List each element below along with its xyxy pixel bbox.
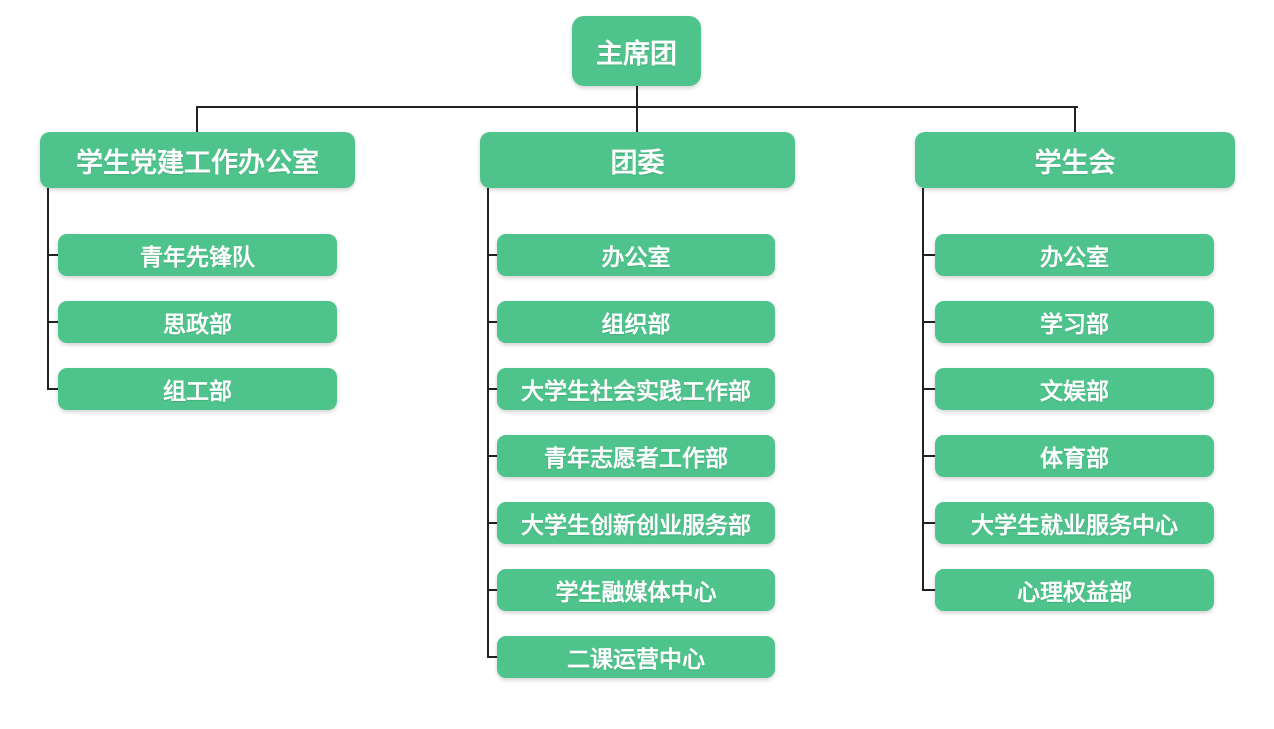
connector-stub	[922, 455, 935, 457]
org-node-branch-party-office: 学生党建工作办公室	[40, 132, 355, 188]
connector-trunk-col2	[487, 188, 489, 657]
connector-stub	[922, 589, 935, 591]
org-node-child: 心理权益部	[935, 569, 1214, 611]
connector-top-rail	[196, 106, 1078, 108]
connector-left-drop	[196, 106, 198, 134]
connector-stub	[47, 254, 58, 256]
connector-trunk-col1	[47, 188, 49, 389]
connector-stub	[487, 321, 497, 323]
org-node-branch-youth-league: 团委	[480, 132, 795, 188]
org-node-child: 体育部	[935, 435, 1214, 477]
org-node-child: 二课运营中心	[497, 636, 775, 678]
connector-stub	[487, 589, 497, 591]
connector-stub	[487, 455, 497, 457]
org-node-child: 大学生社会实践工作部	[497, 368, 775, 410]
org-node-branch-student-union: 学生会	[915, 132, 1235, 188]
connector-stub	[922, 254, 935, 256]
org-node-child: 思政部	[58, 301, 337, 343]
org-node-child: 青年先锋队	[58, 234, 337, 276]
org-node-root: 主席团	[572, 16, 701, 86]
org-node-child: 青年志愿者工作部	[497, 435, 775, 477]
connector-stub	[487, 254, 497, 256]
connector-stub	[487, 388, 497, 390]
connector-root-drop	[636, 86, 638, 132]
connector-stub	[47, 388, 58, 390]
org-node-child: 大学生创新创业服务部	[497, 502, 775, 544]
connector-stub	[922, 388, 935, 390]
org-node-child: 办公室	[935, 234, 1214, 276]
org-node-child: 文娱部	[935, 368, 1214, 410]
connector-stub	[487, 656, 497, 658]
connector-stub	[922, 522, 935, 524]
connector-right-drop	[1074, 106, 1076, 134]
connector-stub	[487, 522, 497, 524]
org-node-child: 学习部	[935, 301, 1214, 343]
org-node-child: 组工部	[58, 368, 337, 410]
org-node-child: 学生融媒体中心	[497, 569, 775, 611]
org-node-child: 组织部	[497, 301, 775, 343]
org-node-child: 办公室	[497, 234, 775, 276]
connector-stub	[922, 321, 935, 323]
org-node-child: 大学生就业服务中心	[935, 502, 1214, 544]
connector-stub	[47, 321, 58, 323]
